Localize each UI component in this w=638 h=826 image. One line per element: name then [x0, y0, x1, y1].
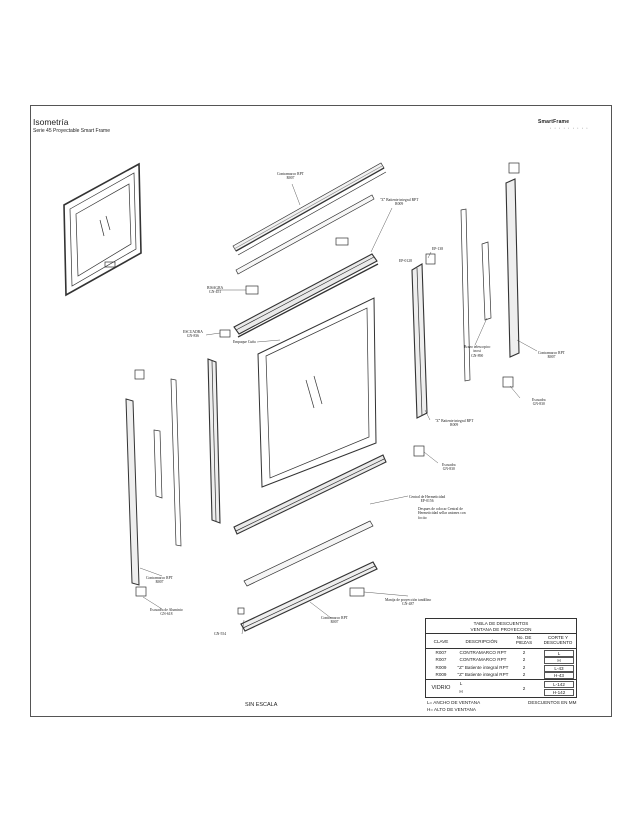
label-contramarco-left: Contramarco RPT R007 — [146, 576, 173, 585]
row1-corte: L — [544, 650, 574, 657]
row1-clave: R007 — [435, 650, 447, 655]
vidrio-clave: VIDRIO — [431, 685, 451, 691]
row2-clave: R007 — [435, 657, 447, 662]
label-central-note: Despues de colocar Central de Hermeticid… — [418, 507, 466, 520]
glass-panel — [257, 297, 377, 488]
vidrio-corte-h: H-142 — [544, 689, 574, 696]
bottom-z-batiente — [233, 454, 387, 535]
vidrio-sub-h: H — [459, 689, 463, 694]
row1-piezas: 2 — [522, 650, 526, 655]
label-empaque-cuna: Empaque Cuña — [233, 340, 256, 344]
left-frame-profiles — [125, 358, 221, 586]
row1-descripcion: CONTRAMARCO RPT — [459, 650, 507, 655]
row2-descripcion: CONTRAMARCO RPT — [459, 657, 507, 662]
escuadra-gn830b-part — [413, 445, 425, 457]
escuadra-gn830-part — [502, 376, 514, 388]
gn554-part — [237, 607, 245, 615]
escuadra-gn836-part — [219, 329, 231, 338]
central-hermeticidad — [243, 520, 374, 587]
header-corte: CORTE Y DESCUENTO — [543, 635, 573, 645]
foot-descuentos: DESCUENTOS EN MM — [528, 700, 577, 705]
scale-note: SIN ESCALA — [245, 702, 278, 708]
row4-clave: R009 — [435, 672, 447, 677]
row4-descripcion: "Z" Batiente integral RPT — [457, 672, 509, 677]
foot-ancho: L= ANCHO DE VENTANA — [427, 700, 481, 705]
ep-138-part — [425, 253, 436, 265]
label-z-batiente-mid: "Z" Batiente integral RPT R009 — [435, 419, 474, 428]
label-z-batiente-top: "Z" Batiente integral RPT R009 — [380, 198, 419, 207]
label-contramarco-bottom: Contramarco RPT R007 — [321, 616, 348, 625]
row3-corte: L-43 — [544, 665, 574, 672]
label-ep-138: EP-138 — [432, 247, 444, 251]
row3-clave: R009 — [435, 665, 447, 670]
leader-lines — [139, 183, 538, 635]
label-escuadra-gn830b: Escuadra GN-830 — [442, 463, 456, 472]
label-escuadra-gn830: Escuadra GN-830 — [532, 398, 546, 407]
label-ep-0128: EP-0128 — [399, 259, 412, 263]
vidrio-sub-l: L — [459, 681, 463, 686]
brand-logo: SmartFrame — [538, 119, 570, 125]
label-contramarco-top: Contramarco RPT R007 — [277, 172, 304, 181]
table-title-1: TABLA DE DESCUENTOS — [473, 621, 529, 626]
label-escuadra-aluminio: Escuadra de Aluminio GN-618 — [150, 608, 183, 617]
corner-bracket-right-top — [508, 162, 520, 174]
seal-strip-top — [235, 194, 375, 275]
label-gn-554: GN-554 — [214, 632, 227, 636]
discount-table: TABLA DE DESCUENTOS VENTANA DE PROYECCIO… — [425, 618, 577, 698]
z-batiente-top — [233, 253, 379, 338]
drawing-frame — [30, 105, 612, 717]
contramarco-bottom — [240, 561, 378, 632]
assembled-window-thumbnail — [63, 162, 142, 297]
table-title-2: VENTANA DE PROYECCION — [470, 627, 532, 632]
label-brazo-telescopico: Brazo telescopico inoxi GN-890 — [464, 345, 491, 358]
right-frame-profiles — [411, 178, 520, 419]
row2-piezas: 2 — [522, 657, 526, 662]
manija-part — [349, 587, 365, 597]
label-contramarco-right: Contramarco RPT R007 — [538, 351, 565, 360]
page-subtitle: Serie 45 Proyectable Smart Frame — [33, 128, 110, 134]
row3-descripcion: "Z" Batiente integral RPT — [457, 665, 509, 670]
row3-piezas: 2 — [522, 665, 526, 670]
contramarco-top — [232, 162, 387, 256]
row4-piezas: 2 — [522, 672, 526, 677]
header-piezas: No. DE PIEZAS — [515, 635, 533, 645]
bracket-small — [335, 237, 349, 246]
header-descripcion: DESCRIPCIÓN — [465, 639, 498, 644]
vidrio-piezas: 2 — [522, 686, 526, 691]
label-escuadra-gn836: ESCUADRA GN-836 — [183, 330, 203, 339]
corner-bracket-left-bottom — [135, 586, 147, 597]
row4-corte: H-43 — [544, 672, 574, 679]
header-clave: CLAVE — [433, 639, 449, 644]
label-bisagra: BISAGRA GN-451 — [207, 286, 224, 295]
bisagra-part — [245, 285, 259, 295]
brand-tagline: • • • • • • • • • — [550, 127, 589, 130]
foot-alto: H= ALTO DE VENTANA — [427, 707, 476, 712]
vidrio-corte-l: L-142 — [544, 681, 574, 688]
label-central-hermeticidad: Central de Hermeticidad EP-0156 — [409, 495, 446, 504]
label-manija: Manija de proyección tandilino GN-487 — [385, 598, 432, 607]
row2-corte: H — [544, 657, 574, 664]
page-title: Isometría — [33, 117, 69, 127]
corner-bracket-left-top — [134, 369, 145, 380]
